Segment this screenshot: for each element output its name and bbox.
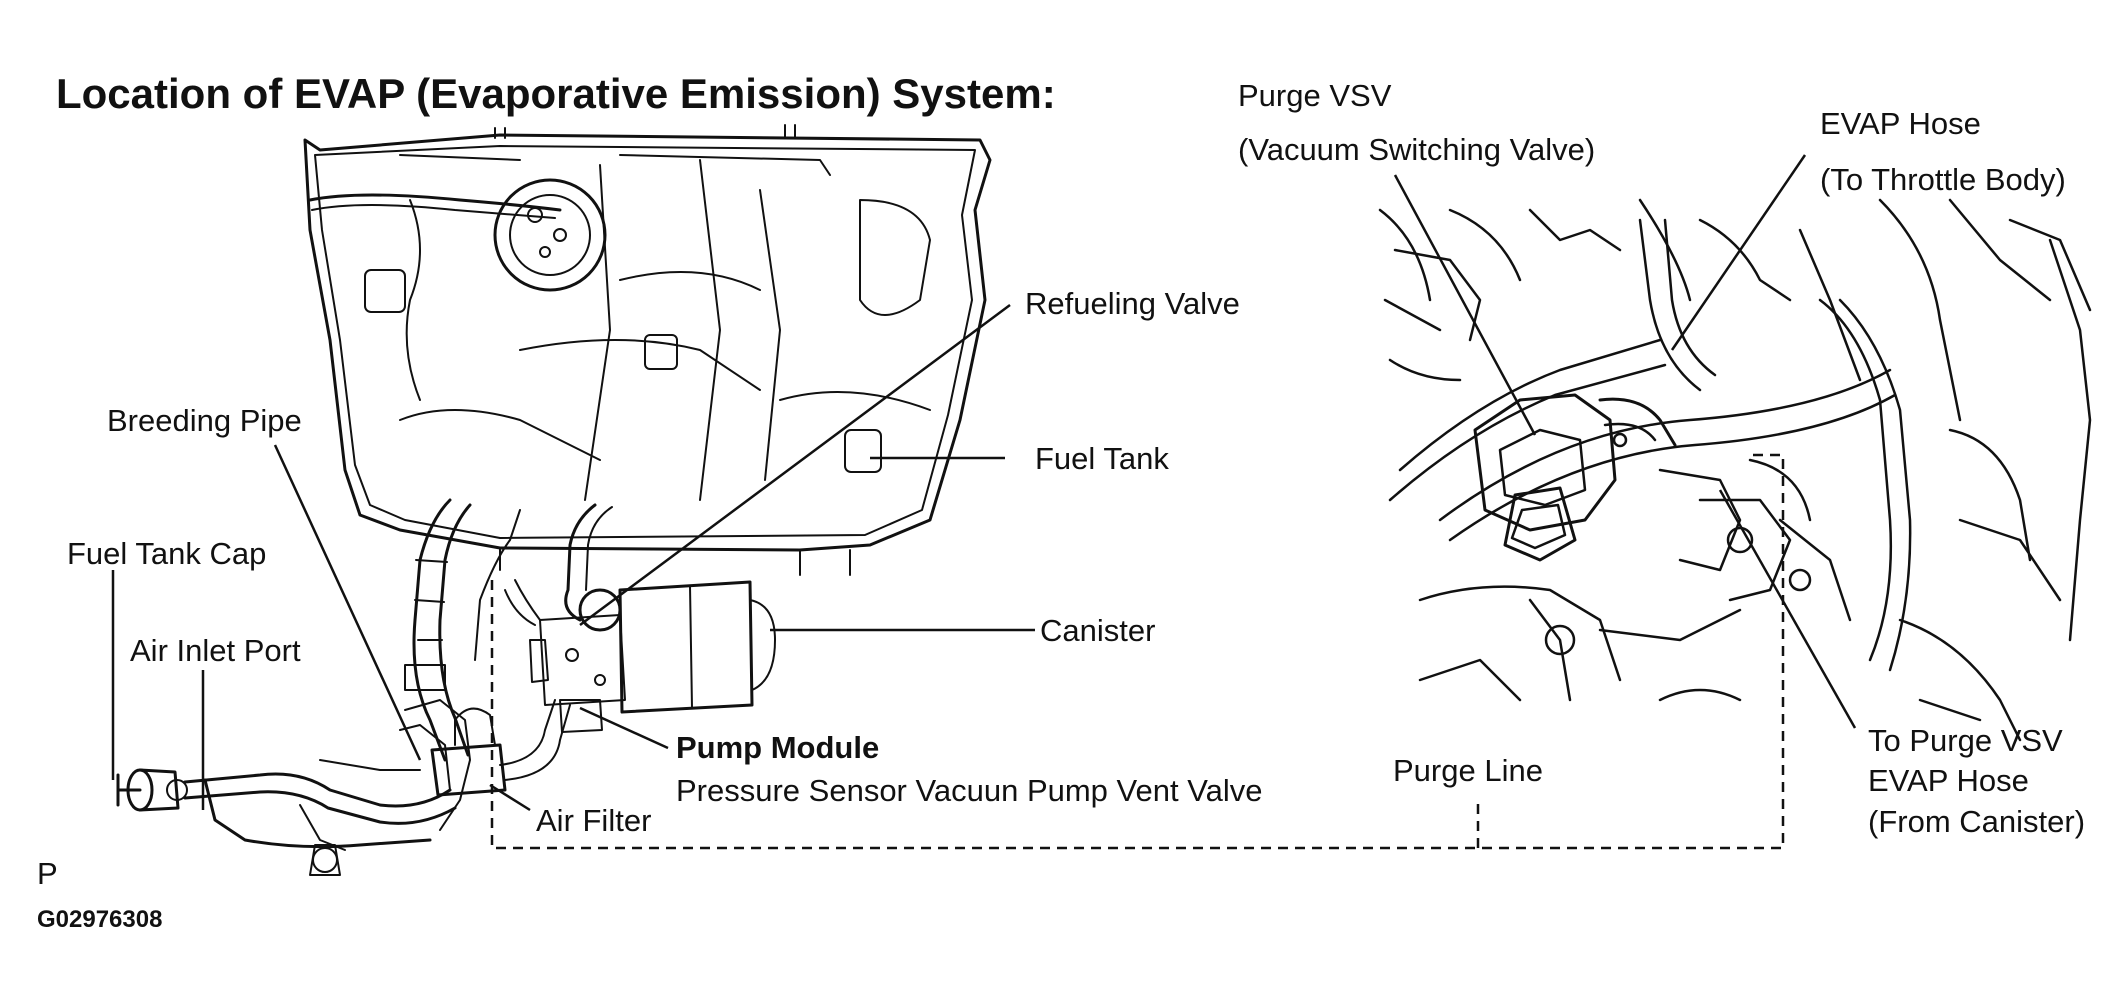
- label-vacuum-switching-valve: (Vacuum Switching Valve): [1238, 132, 1596, 167]
- label-air-filter: Air Filter: [536, 803, 652, 838]
- canister-drawing: [504, 579, 776, 733]
- label-to-purge-vsv: To Purge VSV: [1868, 723, 2063, 758]
- label-pump-module-parts: Pressure Sensor Vacuun Pump Vent Valve: [676, 773, 1263, 808]
- label-to-throttle-body: (To Throttle Body): [1820, 162, 2066, 197]
- filler-pipe-drawing: [116, 498, 613, 876]
- leader-lines: [111, 154, 1857, 812]
- label-purge-line: Purge Line: [1393, 753, 1543, 788]
- fuel-tank-drawing: [303, 124, 992, 576]
- label-pump-module: Pump Module: [676, 730, 880, 765]
- purge-line-dashed: [490, 453, 1785, 850]
- label-purge-vsv: Purge VSV: [1238, 78, 1392, 113]
- label-refueling-valve: Refueling Valve: [1025, 286, 1240, 321]
- engine-bay-drawing: [1378, 198, 2092, 742]
- label-breeding-pipe: Breeding Pipe: [107, 403, 302, 438]
- label-fuel-tank: Fuel Tank: [1035, 441, 1169, 476]
- label-air-inlet-port: Air Inlet Port: [130, 633, 301, 668]
- figure-id: G02976308: [37, 906, 163, 933]
- label-from-canister: (From Canister): [1868, 804, 2086, 839]
- footer-letter: P: [37, 856, 58, 891]
- page-title: Location of EVAP (Evaporative Emission) …: [56, 70, 1056, 117]
- label-canister: Canister: [1040, 613, 1156, 648]
- label-evap-hose-2: EVAP Hose: [1868, 763, 2029, 798]
- label-evap-hose: EVAP Hose: [1820, 106, 1981, 141]
- label-fuel-tank-cap: Fuel Tank Cap: [67, 536, 267, 571]
